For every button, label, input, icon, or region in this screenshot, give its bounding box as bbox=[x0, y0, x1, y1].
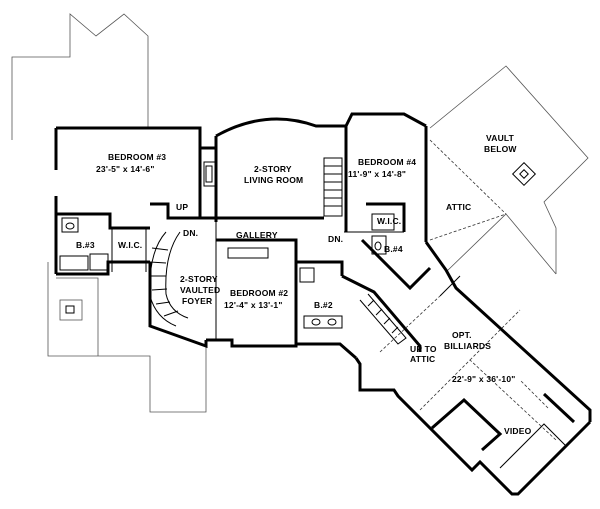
bath3-label: B.#3 bbox=[76, 240, 95, 250]
up-label: UP bbox=[176, 202, 188, 212]
dn-center-label: DN. bbox=[328, 234, 343, 244]
billiards-label-1: OPT. bbox=[452, 330, 472, 340]
bath2-label: B.#2 bbox=[314, 300, 333, 310]
dn-left-label: DN. bbox=[183, 228, 198, 238]
video-walls bbox=[431, 392, 576, 469]
up-attic-label-1: UP TO bbox=[410, 344, 437, 354]
billiards-dims: 22'-9" x 36'-10" bbox=[452, 374, 516, 384]
foyer-label-3: FOYER bbox=[182, 296, 212, 306]
bedroom3-dims: 23'-5" x 14'-6" bbox=[96, 164, 155, 174]
attic-boundary bbox=[379, 139, 557, 441]
billiards-label-2: BILLIARDS bbox=[444, 341, 491, 351]
foyer-label-2: VAULTED bbox=[180, 285, 220, 295]
bedroom3-label: BEDROOM #3 bbox=[108, 152, 166, 162]
fixtures bbox=[59, 161, 395, 329]
living-label-1: 2-STORY bbox=[254, 164, 292, 174]
gallery-label: GALLERY bbox=[236, 230, 278, 240]
attic-label: ATTIC bbox=[446, 202, 471, 212]
wic-right-label: W.I.C. bbox=[377, 216, 401, 226]
bedroom2-label: BEDROOM #2 bbox=[230, 288, 288, 298]
wic-left-label: W.I.C. bbox=[118, 240, 142, 250]
bedroom4-label: BEDROOM #4 bbox=[358, 157, 416, 167]
vault-roof-outline bbox=[429, 65, 589, 275]
foyer-label-1: 2-STORY bbox=[180, 274, 218, 284]
bath4-label: B.#4 bbox=[384, 244, 403, 254]
living-label-2: LIVING ROOM bbox=[244, 175, 303, 185]
interior-walls bbox=[56, 126, 461, 352]
lower-roof-outline bbox=[47, 262, 207, 413]
stairs bbox=[149, 157, 407, 345]
roof-outline bbox=[11, 13, 149, 140]
bedroom4-dims: 11'-9" x 14'-8" bbox=[348, 169, 406, 179]
up-attic-label-2: ATTIC bbox=[410, 354, 435, 364]
vault-label-1: VAULT bbox=[486, 133, 515, 143]
vault-label-2: BELOW bbox=[484, 144, 517, 154]
video-label: VIDEO bbox=[504, 426, 532, 436]
bedroom2-dims: 12'-4" x 13'-1" bbox=[224, 300, 283, 310]
